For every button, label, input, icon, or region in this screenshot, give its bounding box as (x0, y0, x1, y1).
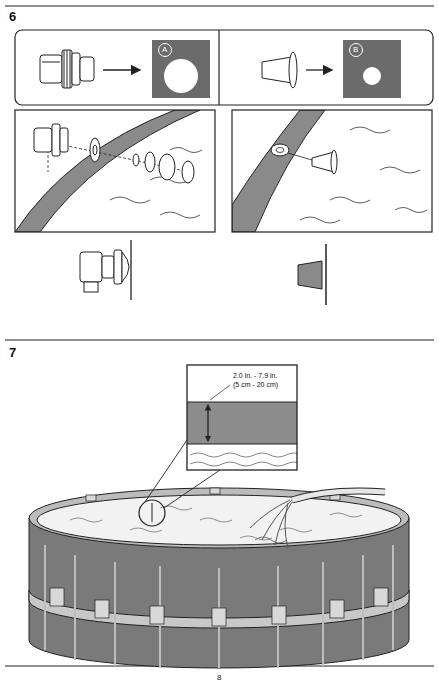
callout-letter: A (162, 46, 167, 55)
step-number: 6 (9, 10, 16, 24)
callout-letter: B (353, 46, 358, 55)
step-number: 7 (9, 346, 16, 360)
page-number: 8 (217, 674, 221, 683)
dimension-label: 2.0 in. - 7.9 in. (233, 372, 277, 380)
dimension-label: (5 cm - 20 cm) (233, 381, 278, 389)
